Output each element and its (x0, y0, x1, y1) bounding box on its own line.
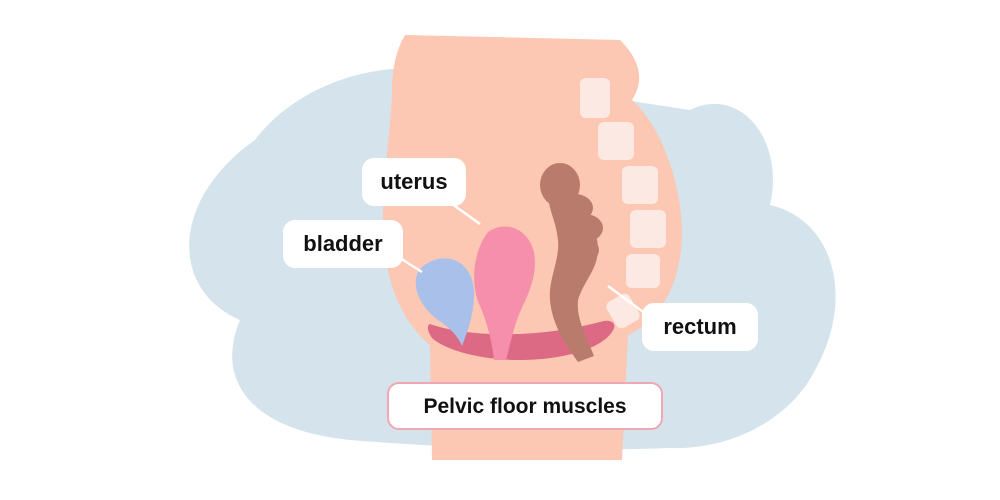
vertebra (598, 122, 634, 160)
vertebra (626, 254, 660, 288)
pelvic-floor-muscles-label: Pelvic floor muscles (387, 382, 663, 430)
bladder-leader-line (399, 256, 423, 274)
uterus (474, 226, 535, 360)
bladder-label: bladder (283, 220, 403, 268)
leader-lines (399, 202, 647, 316)
vertebra (580, 78, 610, 118)
vertebra (622, 166, 658, 204)
rectum (540, 163, 603, 362)
uterus-label: uterus (362, 158, 466, 206)
rectum-leader-line (607, 284, 647, 316)
uterus-leader-line (451, 202, 481, 226)
bladder (415, 258, 475, 346)
vertebra (630, 210, 666, 248)
rectum-label: rectum (642, 303, 758, 351)
